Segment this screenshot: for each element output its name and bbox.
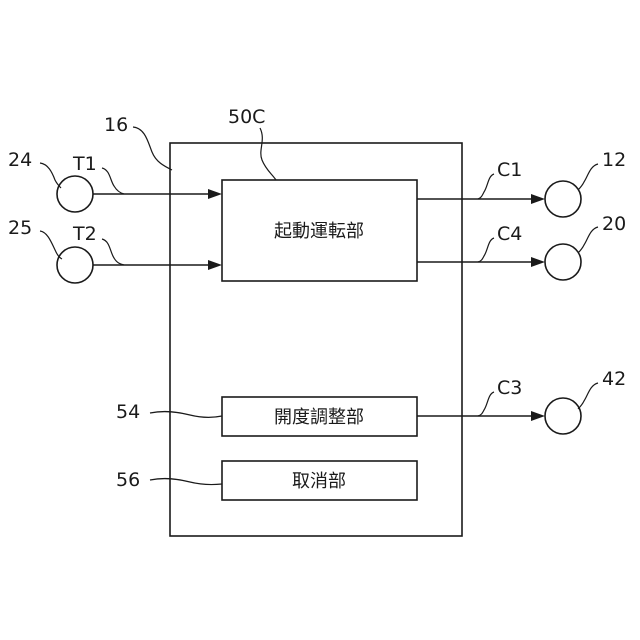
leader-c4 [478, 238, 494, 262]
input-node-24 [57, 176, 93, 212]
output-node-12 [545, 181, 581, 217]
leader-c1 [478, 174, 494, 199]
signal-label-t2: T2 [72, 223, 97, 245]
leader-t1 [102, 168, 124, 194]
ref-label-50c: 50C [228, 106, 265, 128]
leader-t2 [102, 239, 124, 265]
output-node-42 [545, 398, 581, 434]
leader-16 [133, 127, 172, 170]
arrowhead-c3 [531, 411, 545, 421]
leader-24 [40, 163, 61, 188]
signal-label-t1: T1 [72, 153, 97, 175]
ref-label-12: 12 [602, 149, 626, 171]
ref-label-24: 24 [8, 149, 32, 171]
signal-label-c4: C4 [497, 223, 522, 245]
signal-label-c1: C1 [497, 159, 522, 181]
signal-label-c3: C3 [497, 377, 522, 399]
leader-c3 [478, 392, 494, 416]
output-node-20 [545, 244, 581, 280]
cancel-block-label: 取消部 [292, 471, 346, 492]
ref-label-56: 56 [116, 469, 140, 491]
leader-25 [40, 231, 62, 259]
leader-20 [578, 227, 598, 253]
ref-label-16: 16 [104, 114, 128, 136]
input-node-25 [57, 247, 93, 283]
arrowhead-c1 [531, 194, 545, 204]
ref-label-54: 54 [116, 401, 140, 423]
ref-label-42: 42 [602, 368, 626, 390]
ref-label-20: 20 [602, 213, 626, 235]
arrowhead-c4 [531, 257, 545, 267]
leader-42 [578, 383, 598, 409]
startup-block-label: 起動運転部 [274, 221, 364, 242]
opening-block-label: 開度調整部 [274, 407, 364, 428]
leader-12 [578, 164, 598, 190]
ref-label-25: 25 [8, 217, 32, 239]
